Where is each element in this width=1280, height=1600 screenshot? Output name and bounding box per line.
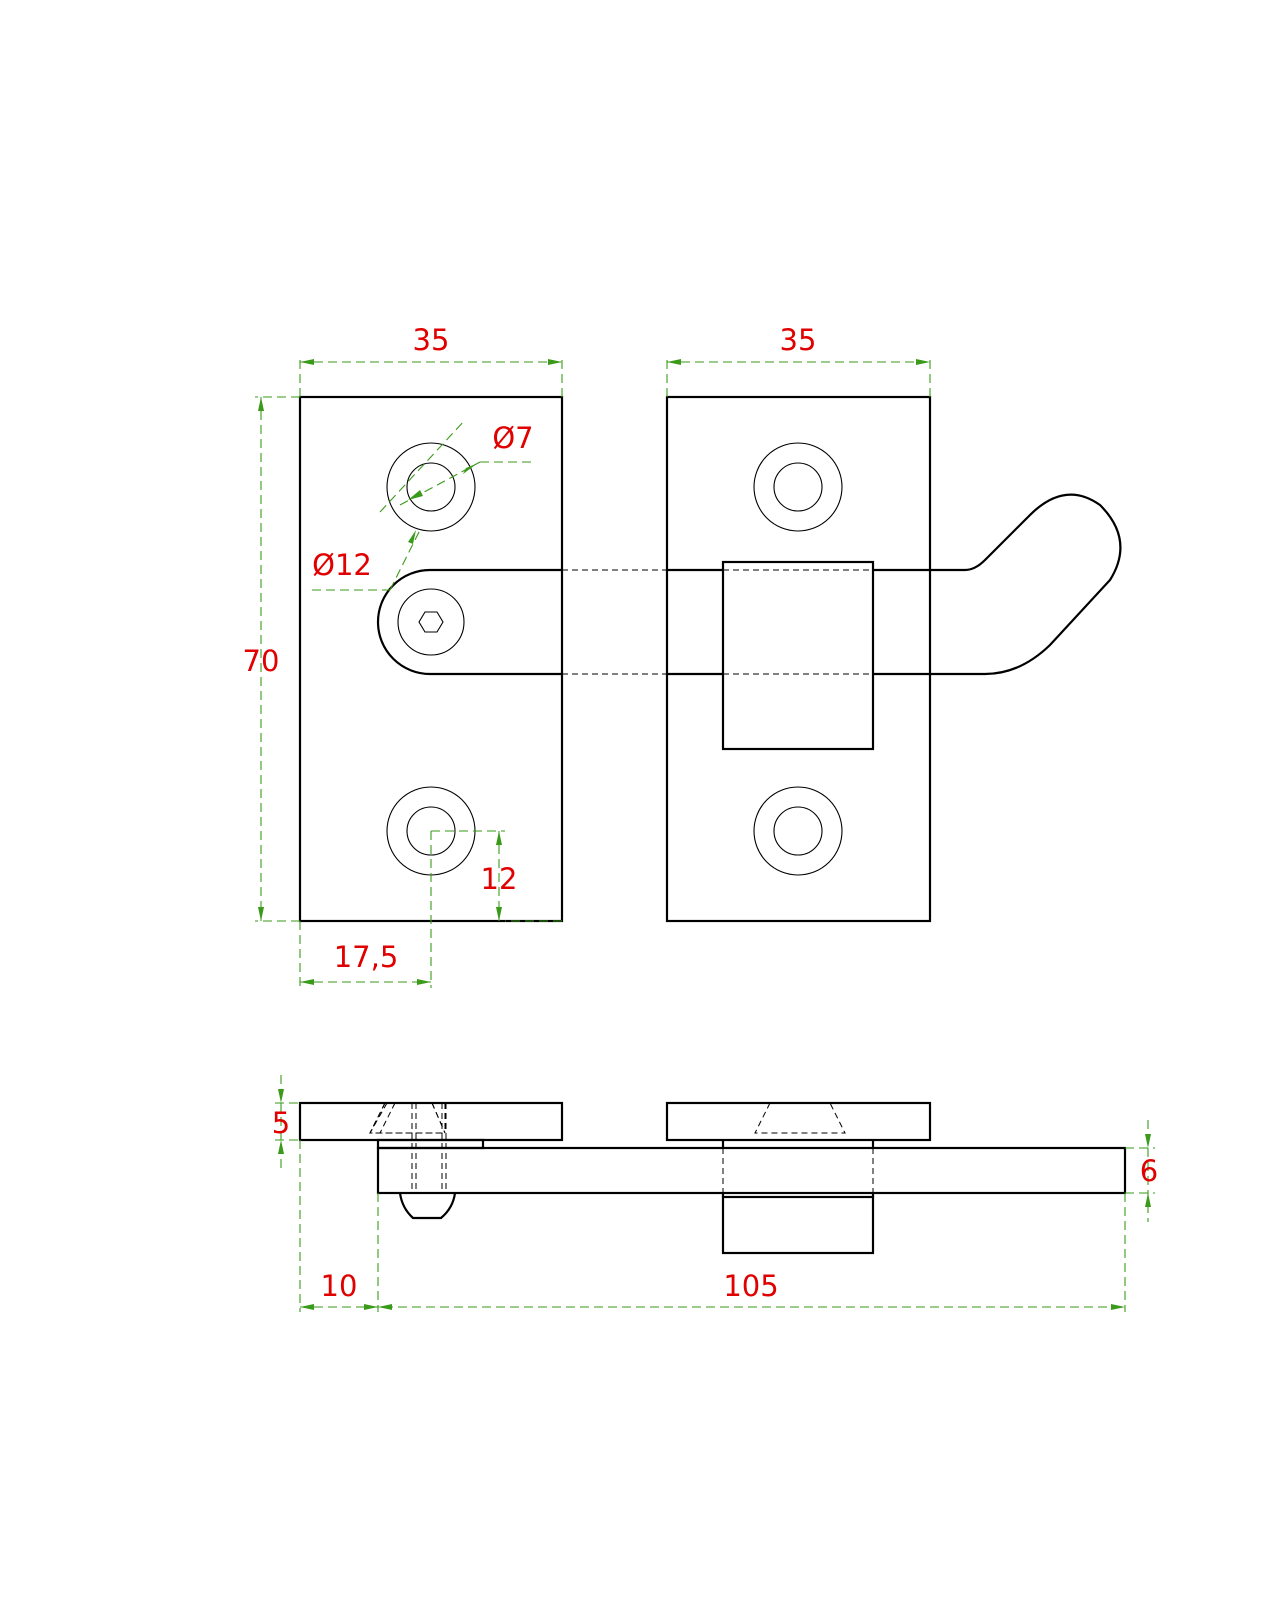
top-view: 35 35 70 Ø7 Ø12 12 17,5 xyxy=(243,323,1122,988)
keeper xyxy=(721,560,875,751)
dim-bar-offset: 10 xyxy=(321,1269,358,1303)
dim-bar-length: 105 xyxy=(723,1269,778,1303)
right-plate xyxy=(665,395,932,923)
bolt-head xyxy=(398,1192,457,1220)
dim-hole-offset-horizontal: 17,5 xyxy=(334,940,399,974)
dim-bar-thickness: 6 xyxy=(1140,1154,1158,1188)
keeper-side xyxy=(721,1195,875,1255)
hole-countersink xyxy=(753,786,843,876)
dim-right-plate-width: 35 xyxy=(780,323,817,357)
dim-hole-offset-vertical: 12 xyxy=(481,862,518,896)
hole-countersink xyxy=(753,442,843,532)
dim-plate-height: 70 xyxy=(243,644,280,678)
left-plate xyxy=(298,395,564,923)
dim-left-plate-width: 35 xyxy=(413,323,450,357)
left-plate-side xyxy=(298,1101,564,1142)
dim-hole-outer: Ø12 xyxy=(312,548,372,582)
dimension-lines xyxy=(255,355,931,988)
pivot-washer xyxy=(397,588,465,656)
spacer xyxy=(376,1138,485,1150)
dim-plate-thickness: 5 xyxy=(272,1106,290,1140)
hole xyxy=(773,462,823,512)
right-plate-side xyxy=(665,1101,932,1142)
hole-countersink xyxy=(386,442,476,532)
hole xyxy=(406,462,456,512)
mounting-holes xyxy=(386,442,843,876)
hole xyxy=(406,806,456,856)
latch-bar xyxy=(376,493,1122,676)
side-dimension-lines xyxy=(275,1075,1155,1312)
dim-hole-inner: Ø7 xyxy=(492,421,533,455)
hex-socket-icon xyxy=(418,611,444,633)
latch-bar-side xyxy=(376,1146,1127,1195)
hole xyxy=(773,806,823,856)
side-view: 5 6 10 105 xyxy=(272,1075,1158,1312)
